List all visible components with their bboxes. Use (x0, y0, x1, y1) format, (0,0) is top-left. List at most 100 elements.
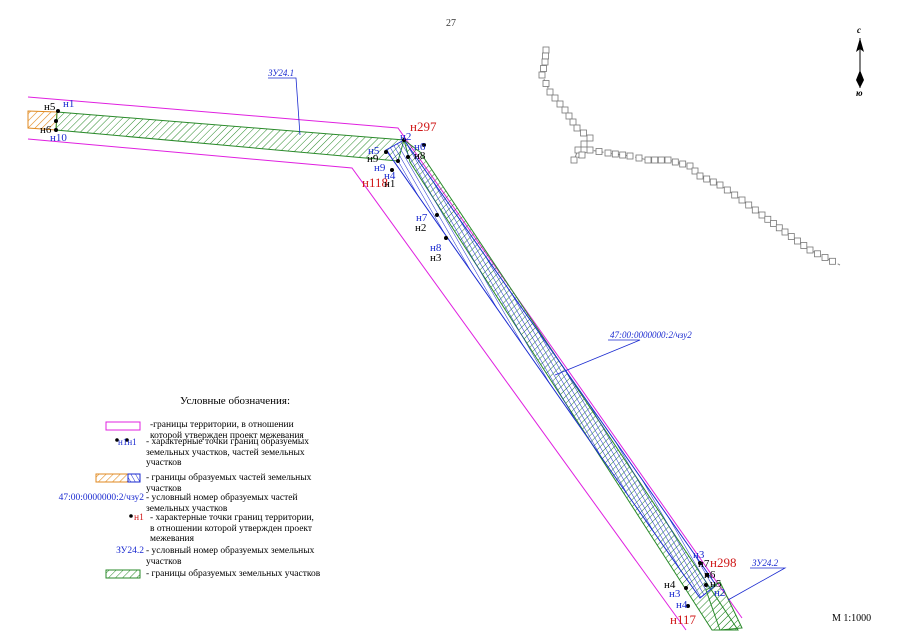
parcel-label-zu24-1: ЗУ24.1 (268, 68, 294, 78)
object-square (570, 156, 578, 164)
legend-text: - границы образуемых земельных участков (146, 569, 321, 579)
point-label: н8 (414, 150, 426, 162)
object-square (821, 254, 829, 261)
object-square (561, 106, 569, 114)
legend-title: Условные обозначения: (180, 395, 291, 407)
point-label: н6 (414, 141, 426, 153)
object-square (626, 152, 634, 160)
object-square (758, 211, 766, 219)
point-marker-icon (56, 109, 60, 113)
object-square (775, 224, 783, 232)
object-square (781, 228, 789, 236)
point-marker-icon (54, 119, 58, 123)
object-square (586, 134, 594, 142)
object-square (651, 156, 659, 164)
point-marker-icon (115, 438, 119, 442)
point-label: н298 (710, 555, 736, 570)
legend-item-points: - характерные точки границ образуемых зе… (146, 437, 316, 469)
object-square (696, 172, 704, 180)
point-label: н5 (44, 101, 56, 113)
object-square (814, 250, 821, 258)
object-square (764, 215, 772, 223)
object-square (604, 149, 612, 157)
object-square (686, 162, 694, 170)
part-chzu2 (385, 139, 717, 599)
object-square (794, 237, 801, 245)
object-square (542, 52, 549, 60)
object-square (635, 154, 643, 162)
point-label: н4 (676, 599, 688, 611)
point-marker-icon (444, 236, 448, 240)
legend-text: - границы образуемых частей земельных уч… (146, 473, 312, 494)
point-marker-icon (402, 138, 406, 142)
point-marker-icon (705, 573, 709, 577)
object-square (540, 65, 547, 72)
point-label: н4 (664, 579, 676, 591)
object-square (664, 156, 672, 164)
point-label: н1 (63, 98, 74, 110)
object-squares (538, 46, 836, 265)
object-square (709, 178, 717, 186)
point-label: н3 (669, 588, 681, 600)
object-square (691, 167, 699, 175)
object-square (657, 156, 665, 164)
point-label: н297 (410, 119, 437, 134)
territory-boundary-lower (27, 138, 687, 631)
leader-zu24-2 (727, 567, 787, 601)
parcel-zu24-1 (55, 111, 405, 162)
point-label: н2 (714, 587, 725, 599)
point-label: н3 (693, 549, 705, 561)
point-marker-icon (422, 143, 426, 147)
object-square (556, 100, 564, 108)
object-square (578, 151, 586, 159)
object-line (541, 49, 841, 266)
parcel-label-zu24-2: ЗУ24.2 (752, 558, 779, 568)
point-marker-icon (435, 213, 439, 217)
legend-text: - характерные точки границ территории, в… (150, 513, 314, 544)
object-square (770, 220, 777, 227)
compass-north: с (857, 25, 861, 35)
object-square (541, 58, 549, 66)
legend-item-territory: -границы территории, в отношении которой… (150, 420, 320, 441)
object-square (745, 201, 753, 209)
legend-symbol-points: н1н1 (118, 437, 137, 447)
legend-item-parcels: - границы образуемых земельных участков (146, 569, 336, 580)
legend-symbol-part-orange (95, 473, 129, 483)
point-marker-icon (406, 155, 410, 159)
legend-text: - характерные точки границ образуемых зе… (146, 437, 309, 468)
point-label: н6 (704, 569, 716, 581)
object-square (723, 186, 731, 194)
object-square (551, 94, 559, 102)
leader-part (554, 339, 641, 376)
north-arrow-icon (856, 38, 864, 88)
point-label: н9 (374, 162, 386, 174)
object-square (751, 206, 759, 214)
object-square (800, 242, 808, 249)
legend-symbol-parcel-number: ЗУ24.2 (116, 546, 144, 556)
legend-item-parcel-number: - условный номер образуемых земельных уч… (146, 546, 326, 567)
legend-text: - условный номер образуемых частей земел… (146, 493, 298, 514)
point-label: н3 (430, 252, 442, 264)
point-label: н4 (384, 170, 396, 182)
point-marker-icon (384, 150, 388, 154)
point-marker-icon (54, 128, 58, 132)
point-markers (54, 109, 709, 608)
object-square (580, 140, 588, 148)
object-square (611, 150, 619, 158)
object-square (671, 158, 679, 166)
legend-item-territory-points: - характерные точки границ территории, в… (150, 513, 320, 545)
legend-symbol-part-blue (127, 473, 141, 483)
point-label: н9 (367, 153, 379, 165)
page-number: 27 (446, 18, 456, 29)
legend-text: - условный номер образуемых земельных уч… (146, 546, 315, 567)
legend-item-part-number: - условный номер образуемых частей земел… (146, 493, 316, 514)
scale-label: М 1:1000 (832, 613, 872, 624)
legend-symbol-part-number: 47:00:0000000:2/чзу2 (58, 493, 144, 503)
territory-boundary-upper (27, 96, 743, 619)
object-square (542, 80, 550, 87)
parcel-label-part: 47:00:0000000:2/чзу2 (610, 330, 692, 340)
object-square (580, 129, 587, 137)
point-marker-icon (125, 438, 129, 442)
